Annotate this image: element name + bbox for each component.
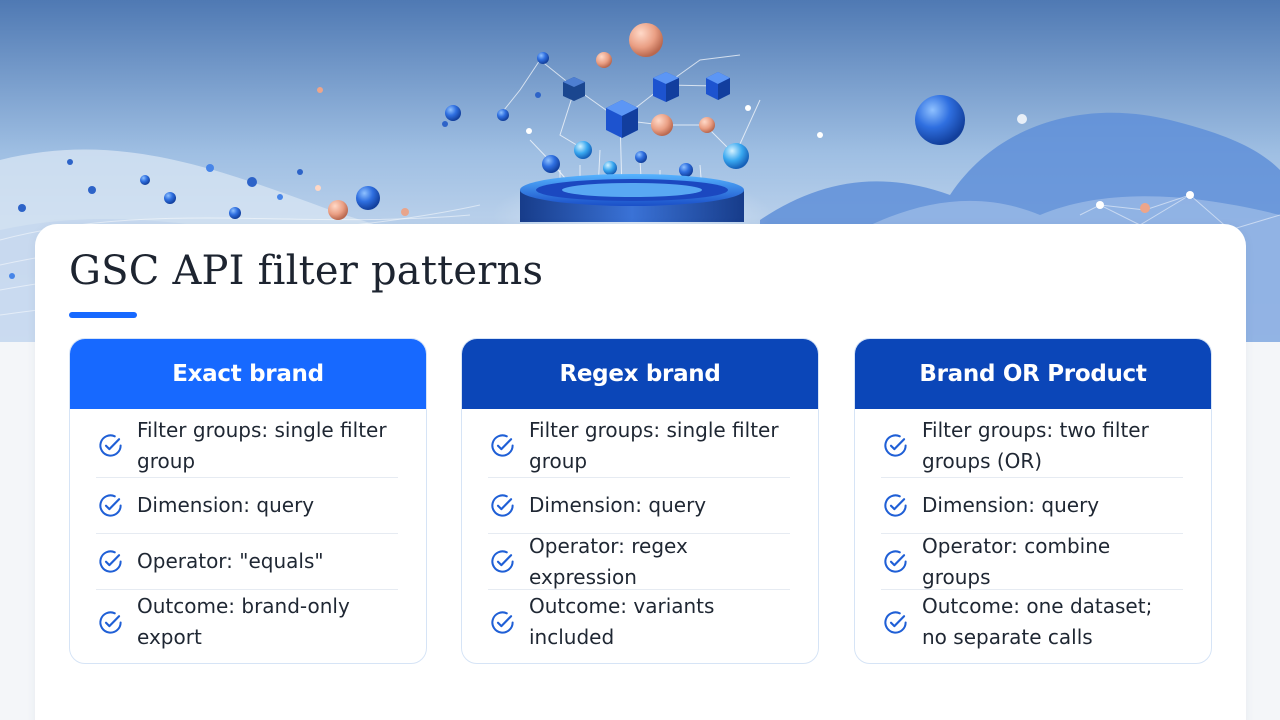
list-item: Outcome: brand-only export — [96, 590, 398, 654]
item-text: Operator: "equals" — [137, 549, 324, 573]
check-circle-icon — [491, 434, 514, 457]
card-header: Brand OR Product — [855, 339, 1211, 409]
list-item: Dimension: query — [96, 478, 398, 534]
item-text: Outcome: variants included — [529, 594, 715, 649]
check-circle-icon — [491, 550, 514, 573]
check-circle-icon — [491, 494, 514, 517]
check-circle-icon — [99, 610, 122, 634]
pattern-card-exact-brand: Exact brand Filter groups: single filter… — [69, 338, 427, 664]
pattern-card-brand-or-product: Brand OR Product Filter groups: two filt… — [854, 338, 1212, 664]
list-item: Operator: "equals" — [96, 534, 398, 590]
check-circle-icon — [884, 610, 907, 634]
item-text: Operator: combine groups — [922, 533, 1111, 589]
list-item: Operator: regex expression — [488, 534, 790, 590]
card-item-list: Filter groups: two filter groups (OR) Di… — [855, 409, 1211, 654]
list-item: Outcome: one dataset; no separate calls — [881, 590, 1183, 654]
card-header: Exact brand — [70, 339, 426, 409]
list-item: Filter groups: single filter group — [96, 409, 398, 478]
check-circle-icon — [99, 494, 122, 517]
list-item: Dimension: query — [488, 478, 790, 534]
list-item: Operator: combine groups — [881, 534, 1183, 590]
list-item: Filter groups: single filter group — [488, 409, 790, 478]
check-circle-icon — [99, 550, 122, 573]
item-text: Dimension: query — [529, 493, 707, 517]
list-item: Filter groups: two filter groups (OR) — [881, 409, 1183, 478]
card-item-list: Filter groups: single filter group Dimen… — [70, 409, 426, 654]
item-text: Outcome: one dataset; no separate calls — [922, 594, 1153, 649]
check-circle-icon — [884, 434, 907, 457]
card-item-list: Filter groups: single filter group Dimen… — [462, 409, 818, 654]
check-circle-icon — [99, 434, 122, 457]
item-text: Filter groups: single filter group — [137, 417, 387, 473]
list-item: Dimension: query — [881, 478, 1183, 534]
check-circle-icon — [884, 550, 907, 573]
page-title: GSC API filter patterns — [69, 248, 544, 294]
card-header: Regex brand — [462, 339, 818, 409]
item-text: Filter groups: single filter group — [529, 417, 779, 473]
item-text: Dimension: query — [922, 493, 1100, 517]
title-underline — [69, 312, 137, 318]
item-text: Outcome: brand-only export — [137, 594, 350, 649]
check-circle-icon — [884, 494, 907, 517]
card-title: Exact brand — [172, 361, 324, 387]
card-title: Brand OR Product — [919, 361, 1147, 387]
pattern-card-regex-brand: Regex brand Filter groups: single filter… — [461, 338, 819, 664]
item-text: Dimension: query — [137, 493, 315, 517]
item-text: Filter groups: two filter groups (OR) — [922, 417, 1149, 473]
item-text: Operator: regex expression — [529, 533, 688, 589]
list-item: Outcome: variants included — [488, 590, 790, 654]
check-circle-icon — [491, 610, 514, 634]
card-title: Regex brand — [559, 361, 721, 387]
